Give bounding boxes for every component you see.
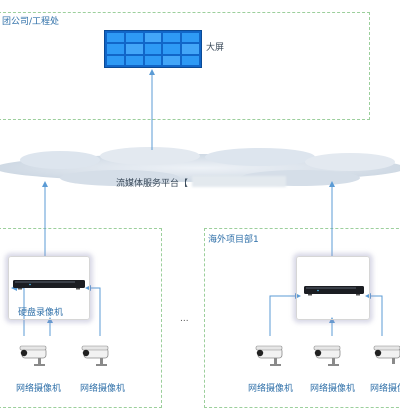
video-wall-screen (104, 30, 202, 68)
redacted-platform-name (192, 176, 286, 187)
headquarters-zone-label: 团公司/工程处 (2, 17, 60, 27)
headquarters-zone (0, 12, 370, 120)
video-wall-label: 大屏 (206, 43, 225, 53)
right-camera-label: 网络摄像机 (310, 384, 356, 394)
right-camera-label: 网络摄像机 (370, 384, 400, 394)
camera-icon (255, 345, 283, 366)
camera-icon (19, 345, 47, 366)
streaming-platform-label: 流媒体服务平台【 (116, 179, 189, 189)
left-recorder-icon (13, 280, 85, 290)
left-recorder-label: 硬盘录像机 (18, 308, 64, 318)
left-recorder-frame (8, 256, 90, 320)
camera-icon (81, 345, 109, 366)
camera-icon (373, 345, 400, 364)
sites-ellipsis: ... (180, 314, 189, 324)
left-camera-label: 网络摄像机 (16, 384, 62, 394)
camera-icon (313, 345, 341, 366)
right-site-label: 海外项目部1 (208, 235, 259, 245)
left-camera-label: 网络摄像机 (80, 384, 126, 394)
right-camera-label: 网络摄像机 (248, 384, 294, 394)
right-recorder-frame (296, 256, 370, 320)
right-recorder-icon (304, 286, 364, 296)
